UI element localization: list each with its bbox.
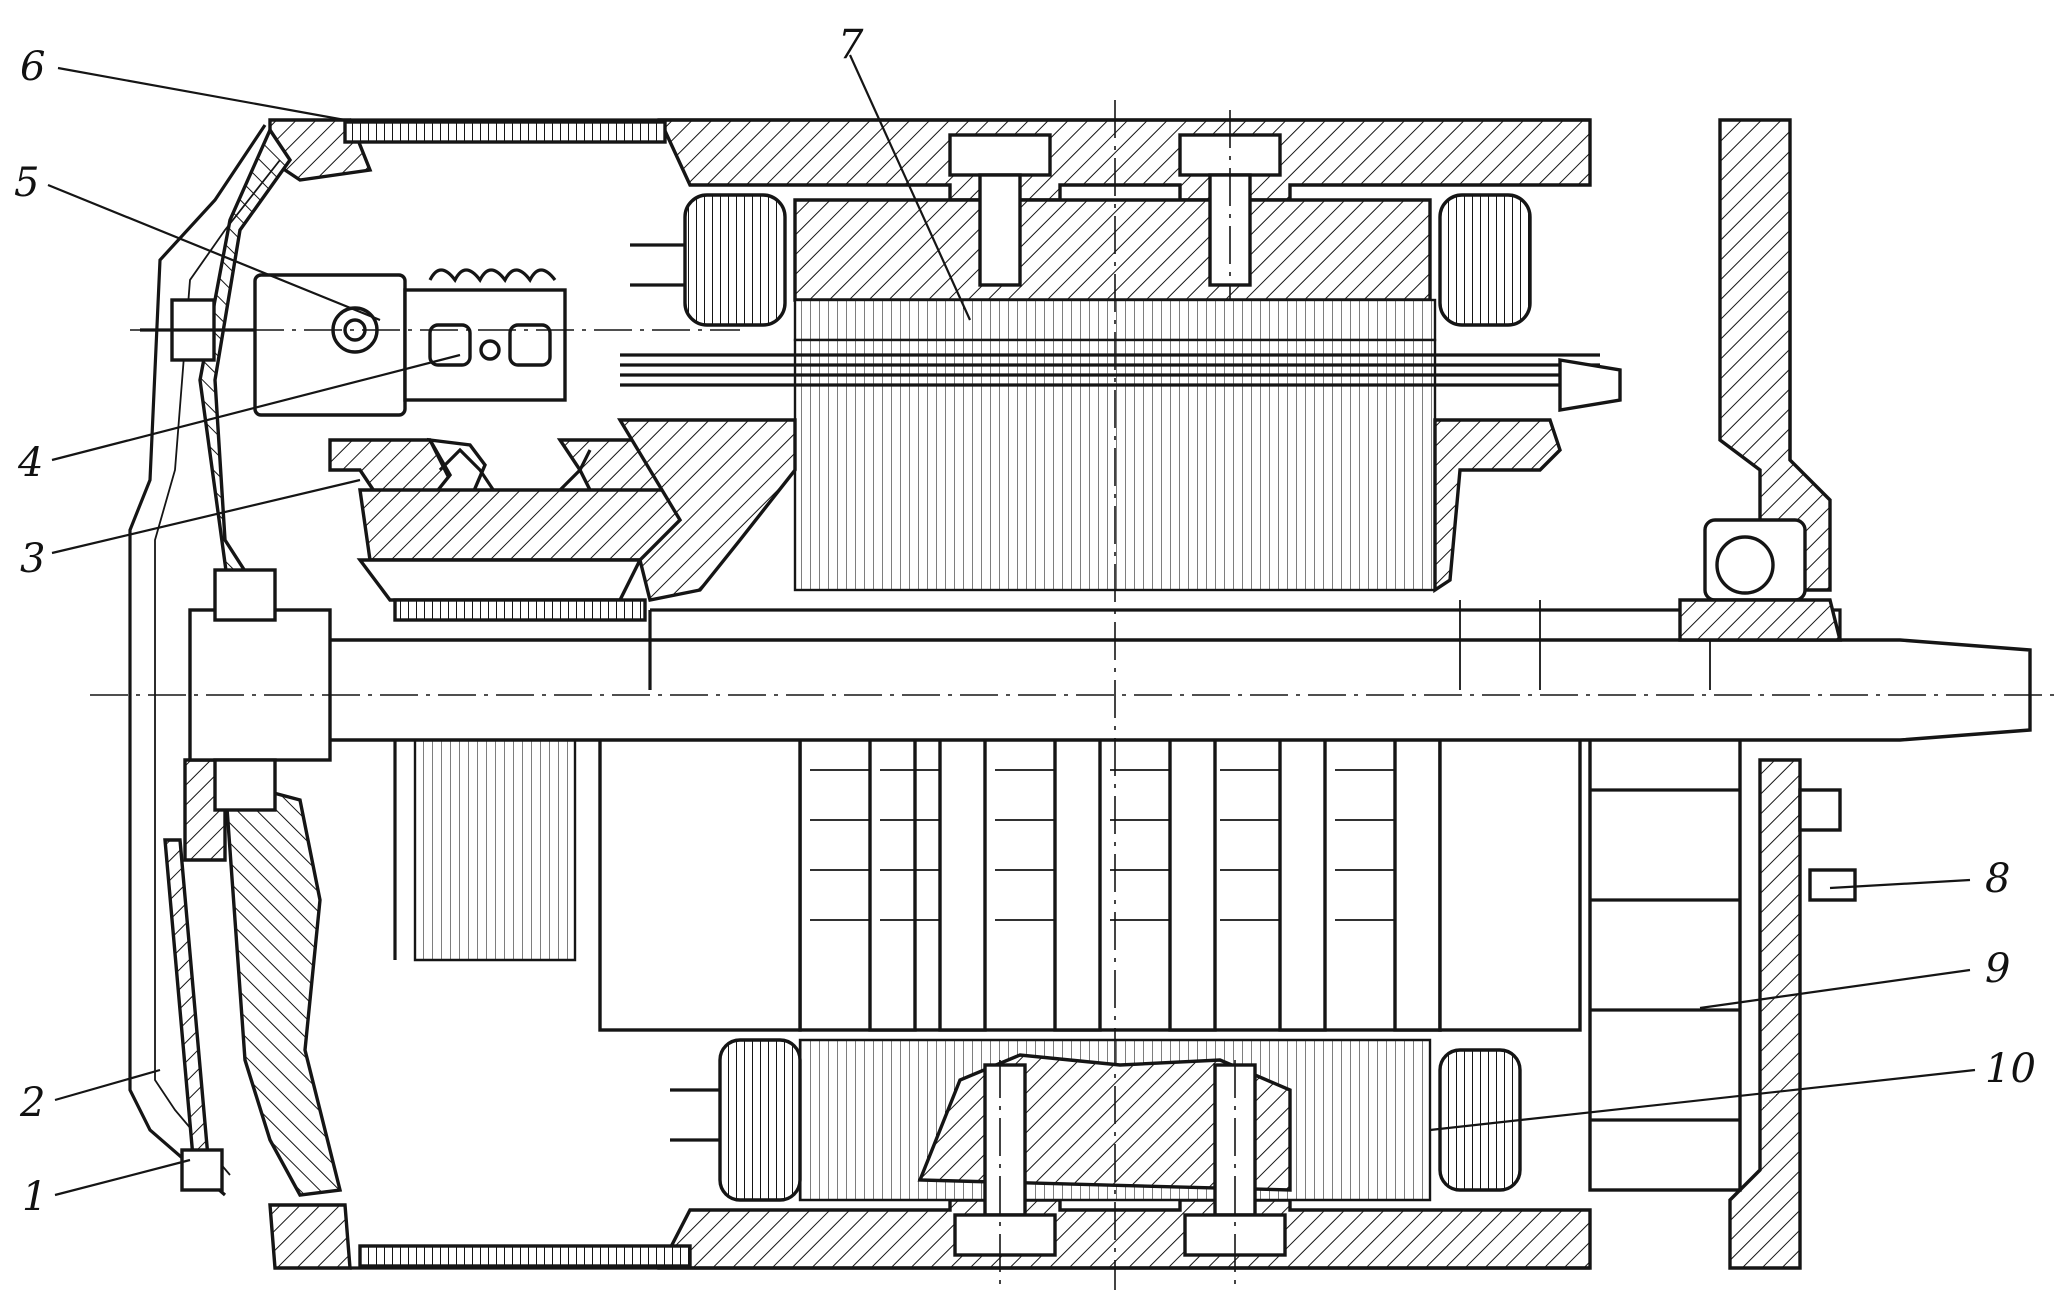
armature-slot-bar bbox=[1393, 698, 1442, 1032]
callout-2: 2 bbox=[19, 1080, 45, 1126]
callout-3: 3 bbox=[20, 536, 45, 582]
armature-slot-bar bbox=[1053, 698, 1102, 1032]
callout-4: 4 bbox=[17, 440, 43, 486]
main-frame bbox=[268, 118, 1832, 1270]
armature-slot-bar bbox=[938, 698, 987, 1032]
armature-slot-bar bbox=[1168, 698, 1217, 1032]
shaft bbox=[188, 518, 2032, 902]
callout-10: 10 bbox=[1985, 1046, 2036, 1092]
center-lines bbox=[90, 100, 2060, 1290]
callout-labels: 6 5 4 3 2 1 7 8 9 10 bbox=[14, 22, 2036, 1220]
armature-slot-bar bbox=[1278, 698, 1327, 1032]
callout-9: 9 bbox=[1985, 946, 2010, 992]
stator-main-poles bbox=[630, 133, 1532, 1257]
callout-6: 6 bbox=[20, 44, 45, 90]
callout-1: 1 bbox=[22, 1174, 47, 1220]
armature-slot-bar bbox=[868, 698, 917, 1032]
callout-leader-lines bbox=[47, 54, 1976, 1197]
callout-8: 8 bbox=[1985, 856, 2010, 902]
callout-7: 7 bbox=[838, 22, 864, 68]
callout-5: 5 bbox=[14, 160, 39, 206]
